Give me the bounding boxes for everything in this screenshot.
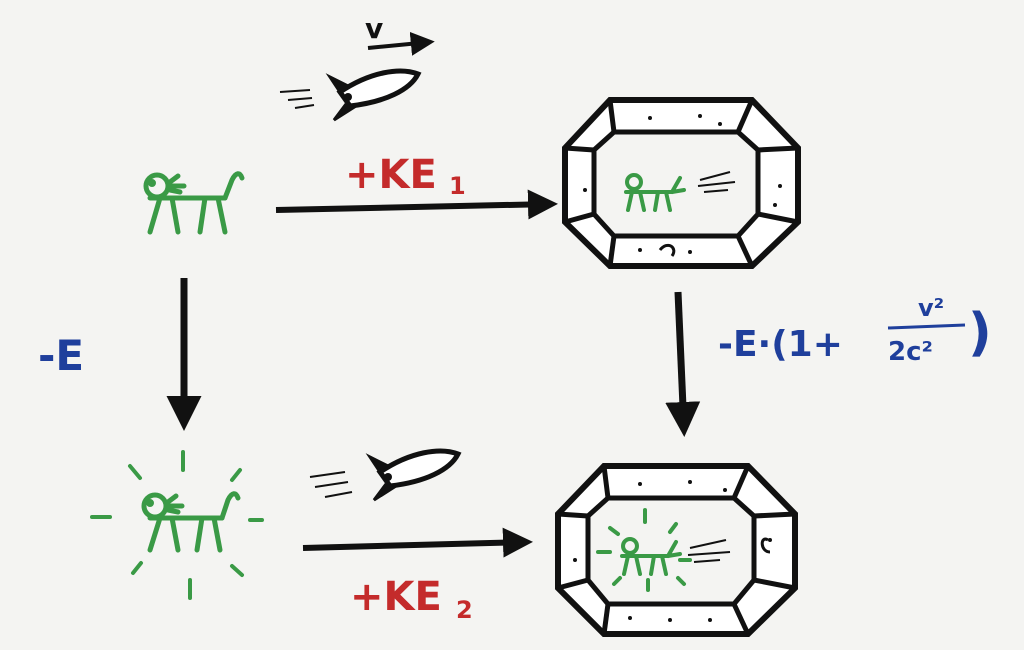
arrow-bottom: [302, 527, 533, 558]
glow-rays: [90, 450, 264, 600]
velocity-label: v: [365, 12, 383, 45]
ke1-subscript: 1: [449, 172, 466, 200]
ke1-text: +KE: [345, 152, 437, 198]
ke2-text: +KE: [350, 574, 442, 620]
cat-icon: [624, 173, 686, 212]
glowing-cat-icon: [90, 450, 264, 600]
fraction-denominator: 2c²: [888, 337, 933, 367]
glowing-cat-icon: [596, 508, 692, 592]
minus-e-moving-prefix: -E·(1+: [718, 324, 843, 365]
velocity-indicator: v: [365, 12, 435, 56]
ke2-label: +KE 2: [350, 574, 473, 624]
minus-e-moving-label: -E·(1+ v² 2c² ): [718, 294, 992, 367]
velocity-arrow: [367, 31, 435, 56]
minus-e-moving-suffix: ): [968, 303, 992, 363]
ke1-label: +KE 1: [345, 152, 466, 200]
cat-icon: [143, 171, 245, 235]
fraction-bar: [887, 323, 966, 330]
spaceship-icon: [562, 97, 801, 269]
ke2-subscript: 2: [456, 596, 473, 624]
spaceship-icon: [555, 463, 798, 637]
rocket-icon: [279, 68, 422, 122]
arrow-top: [275, 189, 558, 220]
minus-e-label: -E: [38, 331, 84, 380]
arrow-right: [665, 291, 701, 437]
rocket-icon: [309, 448, 462, 502]
fraction-numerator: v²: [918, 294, 944, 322]
